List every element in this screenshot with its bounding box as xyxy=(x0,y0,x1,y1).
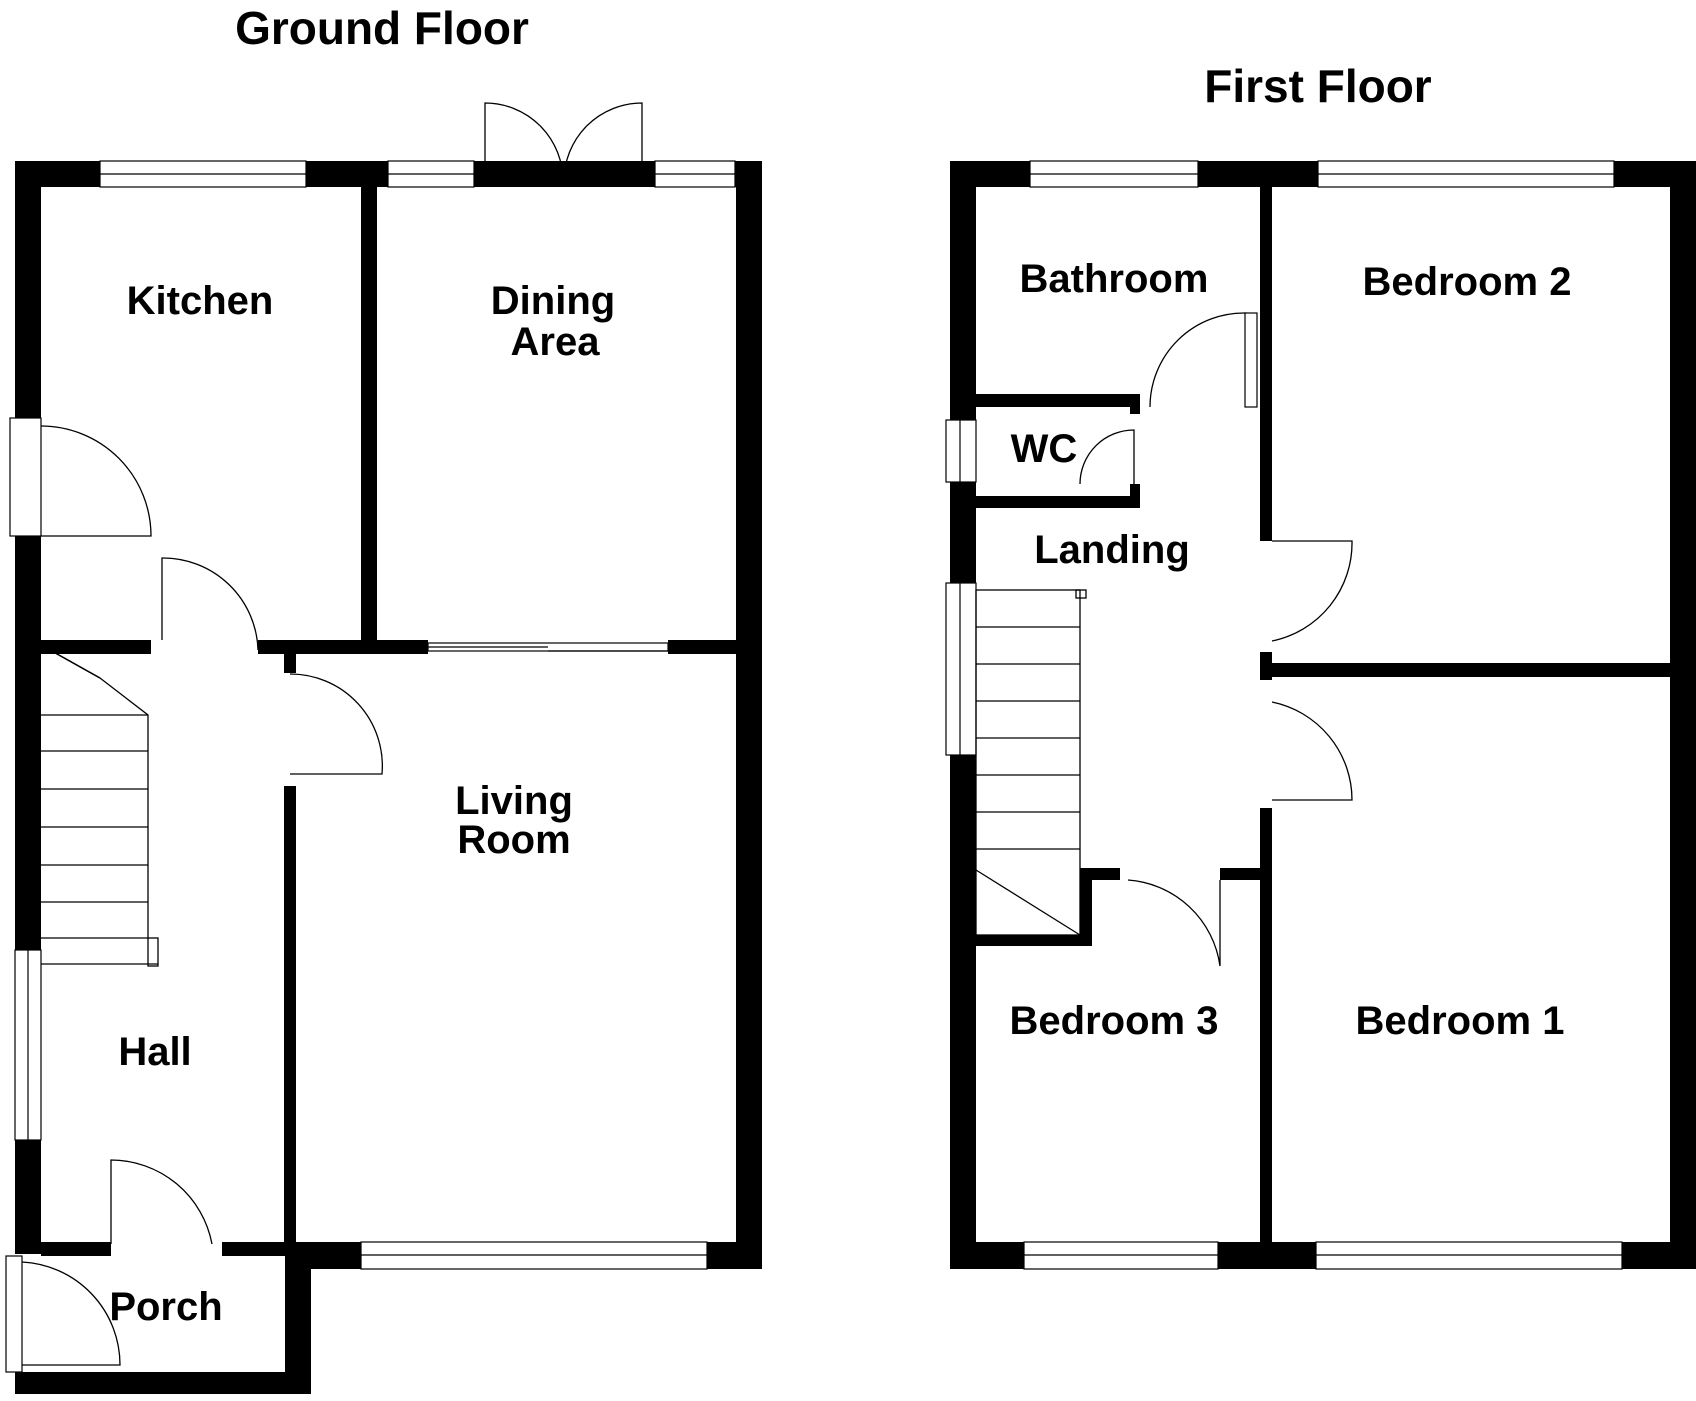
ground-floor-plan: Ground Floor xyxy=(5,2,762,1394)
ground-floor-walls xyxy=(15,161,762,1394)
ground-floor-title: Ground Floor xyxy=(235,2,529,54)
room-label-porch: Porch xyxy=(109,1285,222,1329)
room-label-landing: Landing xyxy=(1034,528,1190,572)
room-label-bathroom: Bathroom xyxy=(1020,257,1209,301)
room-label-bedroom-3: Bedroom 3 xyxy=(1010,999,1219,1043)
room-label-wc: WC xyxy=(1011,427,1078,471)
room-label-bedroom-2: Bedroom 2 xyxy=(1363,260,1572,304)
first-floor-title: First Floor xyxy=(1204,60,1432,112)
room-label-hall: Hall xyxy=(118,1030,191,1074)
room-label-living-line-2: Room xyxy=(457,818,570,862)
first-floor-stairs xyxy=(975,589,1087,936)
room-label-living-line-1: Living xyxy=(455,779,573,823)
first-floor-doors xyxy=(1079,312,1353,967)
room-label-dining-line-2: Area xyxy=(511,320,601,364)
first-floor-windows xyxy=(945,160,1623,1270)
room-label-kitchen: Kitchen xyxy=(127,279,274,323)
ground-floor-windows xyxy=(14,160,736,1270)
ground-floor-stairs xyxy=(40,644,159,967)
first-floor-plan: First Floor xyxy=(945,60,1696,1270)
room-label-bedroom-1: Bedroom 1 xyxy=(1356,999,1565,1043)
ground-floor-doors xyxy=(5,102,643,1373)
room-label-dining-line-1: Dining xyxy=(491,279,615,323)
first-floor-walls xyxy=(950,161,1696,1269)
